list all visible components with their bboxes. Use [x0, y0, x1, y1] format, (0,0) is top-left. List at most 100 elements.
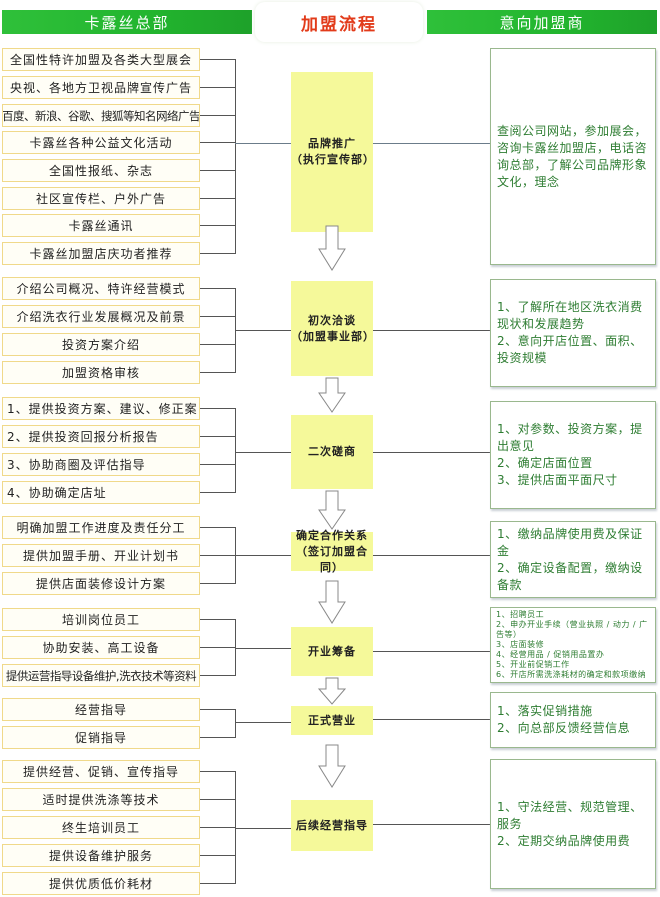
down-arrow-icon: [318, 580, 346, 624]
hq-item: 央视、各地方卫视品牌宣传广告: [2, 76, 200, 99]
connector: [200, 771, 236, 772]
connector: [200, 827, 236, 828]
connector: [200, 583, 236, 584]
hq-item: 提供加盟手册、开业计划书: [2, 544, 200, 567]
hq-item: 适时提供洗涤等技术: [2, 788, 200, 811]
connector: [200, 87, 236, 88]
stage-box-second-consultation: 二次磋商: [291, 415, 373, 489]
franchisee-text: 1、落实促销措施 2、向总部反馈经营信息: [497, 704, 631, 735]
connector: [200, 883, 236, 884]
connector: [235, 330, 291, 331]
connector: [200, 647, 236, 648]
connector: [200, 555, 236, 556]
hq-item: 4、协助确定店址: [2, 481, 200, 504]
franchisee-text: 查阅公司网站，参加展会，咨询卡露丝加盟店，电话咨询总部，了解公司品牌形象文化，理…: [497, 123, 648, 189]
hq-item: 提供店面装修设计方案: [2, 572, 200, 595]
connector: [235, 709, 236, 738]
hq-item: 百度、新浪、谷歌、搜狐等知名网络广告: [2, 104, 200, 127]
stage-sub: （执行宣传部）: [291, 153, 375, 166]
connector: [200, 316, 236, 317]
connector: [373, 143, 490, 144]
franchisee-header: 意向加盟商: [427, 10, 657, 34]
down-arrow-icon: [318, 225, 346, 271]
hq-item: 全国性报纸、杂志: [2, 159, 200, 182]
connector: [200, 855, 236, 856]
franchisee-box: 1、招聘员工 2、申办开业手续（营业执照 / 动力 / 广告等） 3、店面装修 …: [490, 607, 656, 683]
connector: [200, 709, 236, 710]
stage-box-ongoing-guidance: 后续经营指导: [291, 800, 373, 851]
franchisee-box: 查阅公司网站，参加展会，咨询卡露丝加盟店，电话咨询总部，了解公司品牌形象文化，理…: [490, 48, 656, 265]
connector: [200, 344, 236, 345]
hq-item: 提供设备维护服务: [2, 844, 200, 867]
connector: [200, 799, 236, 800]
down-arrow-icon: [318, 677, 346, 705]
hq-item: 介绍公司概况、特许经营模式: [2, 277, 200, 300]
connector: [200, 619, 236, 620]
connector: [200, 170, 236, 171]
hq-item: 提供经营、促销、宣传指导: [2, 760, 200, 783]
franchisee-box: 1、落实促销措施 2、向总部反馈经营信息: [490, 692, 656, 748]
connector: [200, 408, 236, 409]
hq-item: 1、提供投资方案、建议、修正案: [2, 397, 200, 420]
connector: [373, 452, 490, 453]
stage-box-brand-promotion: 品牌推广 （执行宣传部）: [291, 72, 375, 232]
connector: [200, 59, 236, 60]
stage-name: 品牌推广: [308, 137, 356, 150]
hq-item: 培训岗位员工: [2, 608, 200, 631]
hq-item: 卡露丝通讯: [2, 214, 200, 237]
hq-item: 促销指导: [2, 726, 200, 749]
connector: [200, 115, 236, 116]
hq-item: 明确加盟工作进度及责任分工: [2, 516, 200, 539]
connector: [235, 452, 291, 453]
hq-item: 卡露丝加盟店庆功者推荐: [2, 242, 200, 265]
hq-item: 卡露丝各种公益文化活动: [2, 131, 200, 154]
stage-box-confirm-partnership: 确定合作关系 （签订加盟合同）: [291, 529, 373, 574]
connector: [200, 527, 236, 528]
connector: [373, 824, 490, 825]
hq-item: 终生培训员工: [2, 816, 200, 839]
franchisee-text: 1、了解所在地区洗衣消费现状和发展趋势 2、意向开店位置、面积、投资规模: [497, 300, 643, 365]
franchisee-text: 1、守法经营、规范管理、服务 2、定期交纳品牌使用费: [497, 799, 643, 848]
connector: [235, 828, 291, 829]
down-arrow-icon: [318, 490, 346, 530]
connector: [200, 675, 236, 676]
connector: [235, 555, 291, 556]
connector: [235, 771, 236, 884]
franchisee-text: 1、招聘员工 2、申办开业手续（营业执照 / 动力 / 广告等） 3、店面装修 …: [496, 610, 648, 679]
hq-item: 加盟资格审核: [2, 361, 200, 384]
hq-header: 卡露丝总部: [2, 10, 252, 34]
hq-item: 经营指导: [2, 698, 200, 721]
stage-name: 后续经营指导: [296, 818, 368, 832]
hq-item: 介绍洗衣行业发展概况及前景: [2, 305, 200, 328]
connector: [235, 722, 291, 723]
franchisee-text: 1、缴纳品牌使用费及保证金 2、确定设备配置，缴纳设备款: [497, 526, 643, 592]
hq-item: 社区宣传栏、户外广告: [2, 187, 200, 210]
connector: [235, 143, 291, 144]
stage-name: 开业筹备: [308, 644, 356, 658]
stage-box-initial-negotiation: 初次洽谈 （加盟事业部）: [291, 281, 375, 376]
connector: [200, 737, 236, 738]
stage-sub: （签订加盟合同）: [296, 544, 368, 574]
diagram-title: 加盟流程: [255, 2, 423, 42]
stage-box-official-opening: 正式营业: [291, 706, 373, 735]
hq-item: 投资方案介绍: [2, 333, 200, 356]
connector: [235, 59, 236, 254]
franchisee-box: 1、守法经营、规范管理、服务 2、定期交纳品牌使用费: [490, 759, 656, 889]
franchisee-box: 1、了解所在地区洗衣消费现状和发展趋势 2、意向开店位置、面积、投资规模: [490, 279, 656, 387]
connector: [200, 198, 236, 199]
hq-item: 全国性特许加盟及各类大型展会: [2, 48, 200, 71]
connector: [200, 225, 236, 226]
connector: [373, 719, 490, 720]
hq-item: 3、协助商圈及评估指导: [2, 453, 200, 476]
hq-item: 协助安装、高工设备: [2, 636, 200, 659]
connector: [235, 648, 291, 649]
connector: [373, 330, 490, 331]
stage-name: 二次磋商: [308, 445, 356, 458]
connector: [373, 651, 490, 652]
connector: [200, 142, 236, 143]
stage-sub: （加盟事业部）: [291, 329, 375, 343]
connector: [373, 555, 490, 556]
connector: [200, 253, 236, 254]
franchisee-box: 1、缴纳品牌使用费及保证金 2、确定设备配置，缴纳设备款: [490, 521, 656, 598]
connector: [200, 492, 236, 493]
